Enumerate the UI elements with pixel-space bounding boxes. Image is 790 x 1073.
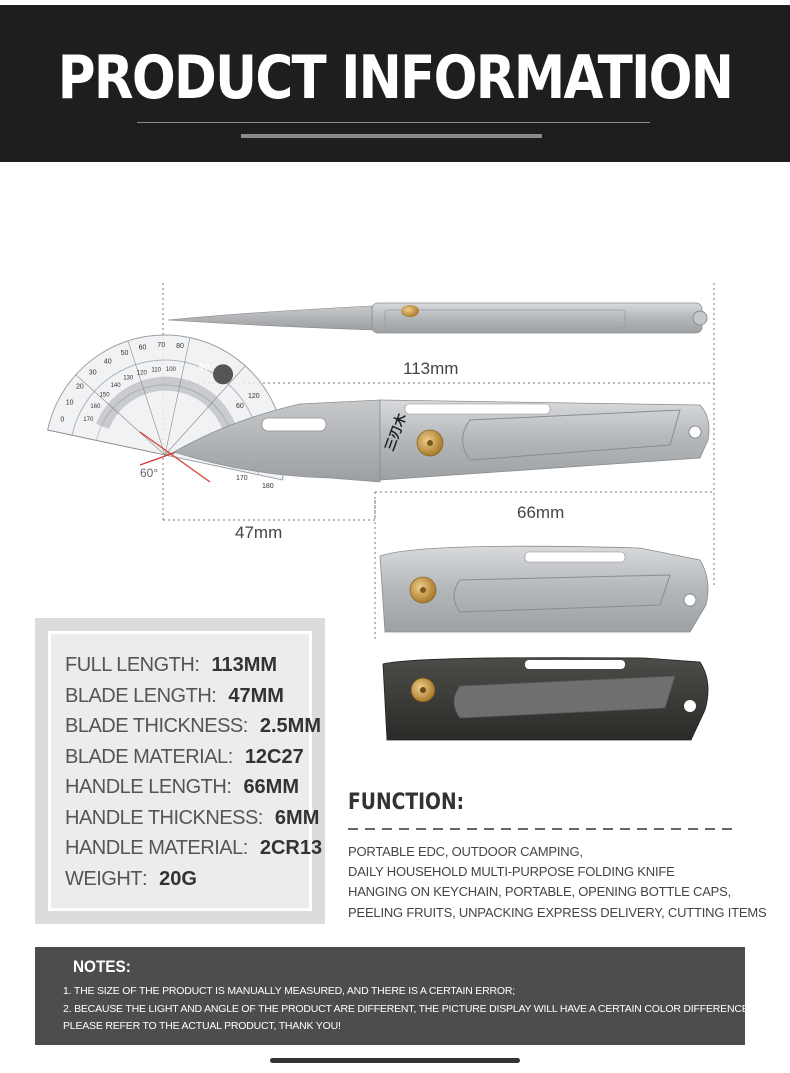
- specifications-panel: FULL LENGTH: 113MM BLADE LENGTH: 47MM BL…: [35, 618, 325, 924]
- full-length-label: 113mm: [403, 359, 459, 378]
- protractor-tick: 170: [83, 417, 94, 423]
- spec-label: HANDLE MATERIAL: [65, 837, 243, 859]
- handle-length-label: 66mm: [517, 503, 565, 522]
- protractor-tick: 140: [111, 383, 122, 389]
- function-line: HANGING ON KEYCHAIN, PORTABLE, OPENING B…: [348, 884, 732, 899]
- protractor-tick: 60: [236, 403, 244, 410]
- home-indicator[interactable]: [270, 1058, 520, 1063]
- spec-value: 2CR13: [259, 837, 323, 859]
- closed-dark-knife: [382, 657, 709, 741]
- spec-row: BLADE LENGTH: 47MM: [65, 685, 284, 707]
- spec-label: BLADE THICKNESS: [65, 715, 243, 737]
- spec-row: BLADE MATERIAL: 12C27: [65, 746, 304, 768]
- function-line: PEELING FRUITS, UNPACKING EXPRESS DELIVE…: [348, 905, 767, 920]
- protractor-tick: 100: [166, 367, 177, 373]
- spec-row: BLADE THICKNESS: 2.5MM: [65, 715, 321, 737]
- protractor-badge: 90: [198, 362, 210, 373]
- protractor-tick: 150: [100, 393, 111, 399]
- spec-label: HANDLE LENGTH: [65, 776, 227, 798]
- protractor-tick: 80: [176, 343, 184, 350]
- spec-value: 66MM: [243, 776, 300, 798]
- spec-label: HANDLE THICKNESS: [65, 807, 258, 829]
- protractor-tick: 110: [151, 368, 161, 374]
- spec-value: 20G: [159, 868, 197, 890]
- spec-value: 6MM: [274, 807, 320, 829]
- function-divider: [348, 828, 732, 830]
- spec-row: HANDLE LENGTH: 66MM: [65, 776, 300, 798]
- spec-row: FULL LENGTH: 113MM: [65, 654, 278, 676]
- protractor-tick: 180: [262, 483, 274, 490]
- closed-steel-knife: [379, 545, 709, 633]
- function-line: PORTABLE EDC, OUTDOOR CAMPING,: [348, 844, 583, 859]
- angle-label: 60°: [140, 466, 159, 480]
- specifications-card: FULL LENGTH: 113MM BLADE LENGTH: 47MM BL…: [48, 631, 322, 911]
- protractor-tick: 30: [89, 370, 97, 377]
- spec-value: 47MM: [228, 685, 284, 707]
- function-line: DAILY HOUSEHOLD MULTI-PURPOSE FOLDING KN…: [348, 864, 675, 879]
- notes-heading: NOTES:: [73, 957, 131, 976]
- note-line: PLEASE REFER TO THE ACTUAL PRODUCT, THAN…: [63, 1020, 341, 1032]
- page-title: PRODUCT INFORMATION: [57, 43, 734, 113]
- spec-value: 113MM: [211, 654, 278, 676]
- spec-row: HANDLE THICKNESS: 6MM: [65, 807, 320, 829]
- note-line: 2. BECAUSE THE LIGHT AND ANGLE OF THE PR…: [63, 1003, 754, 1015]
- spec-row: WEIGHT: 20G: [65, 868, 197, 890]
- protractor-tick: 50: [121, 350, 129, 357]
- spec-label: BLADE LENGTH: [65, 685, 212, 707]
- protractor-tick: 10: [66, 399, 74, 406]
- blade-length-label: 47mm: [235, 523, 283, 542]
- function-heading: FUNCTION:: [348, 790, 465, 815]
- spec-label: FULL LENGTH: [65, 654, 195, 676]
- header-divider: [137, 122, 650, 123]
- protractor-tick: 60: [139, 344, 147, 351]
- side-view-knife: [167, 302, 708, 334]
- protractor-tick: 170: [236, 475, 248, 482]
- main-open-knife: 三刃木: [173, 399, 710, 483]
- protractor-tick: 120: [248, 393, 260, 400]
- protractor-tick: 20: [76, 384, 84, 391]
- protractor-tick: 160: [90, 404, 101, 410]
- spec-value: 2.5MM: [259, 715, 321, 737]
- protractor-tick: 0: [60, 417, 64, 424]
- protractor-tick: 120: [137, 370, 148, 376]
- protractor-tick: 40: [104, 358, 112, 365]
- spec-row: HANDLE MATERIAL: 2CR13: [65, 837, 323, 859]
- header-underline-bar: [241, 134, 542, 138]
- spec-label: WEIGHT: [65, 868, 143, 890]
- spec-label: BLADE MATERIAL: [65, 746, 228, 768]
- spec-value: 12C27: [244, 746, 304, 768]
- header-banner: PRODUCT INFORMATION: [0, 5, 790, 162]
- note-line: 1. THE SIZE OF THE PRODUCT IS MANUALLY M…: [63, 985, 515, 997]
- notes-panel: NOTES: 1. THE SIZE OF THE PRODUCT IS MAN…: [35, 947, 754, 1045]
- protractor-tick: 130: [123, 376, 134, 382]
- protractor-tick: 70: [157, 342, 165, 349]
